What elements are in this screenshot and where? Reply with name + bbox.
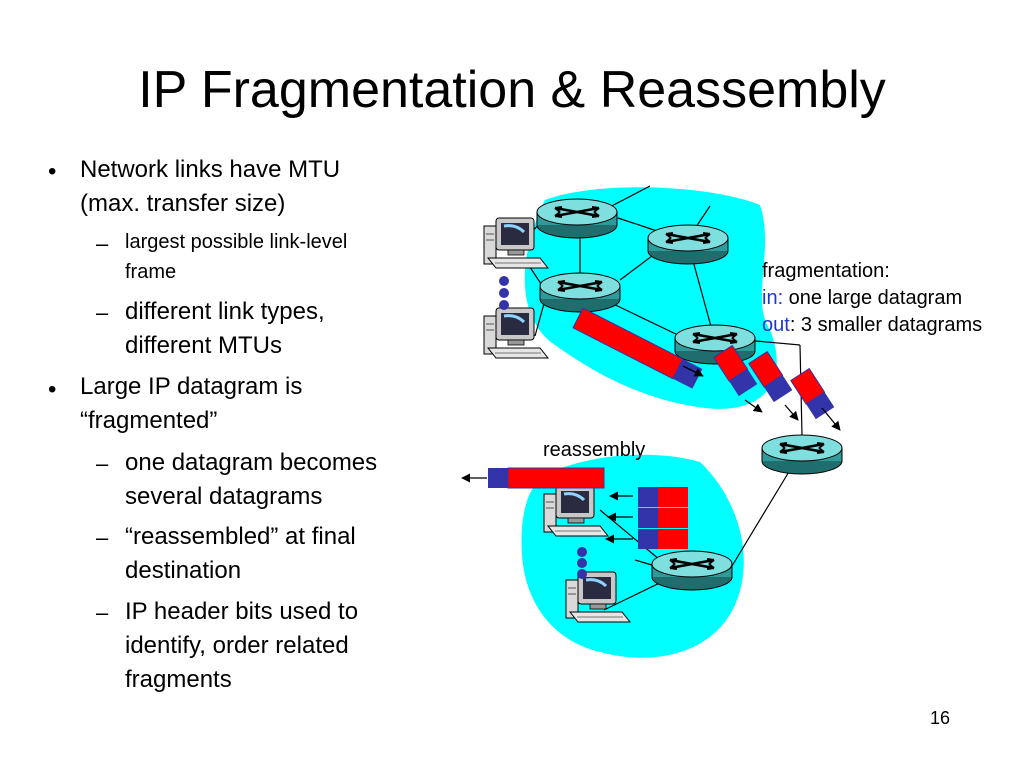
page-number: 16 — [930, 708, 951, 728]
page-title: IP Fragmentation & Reassembly — [138, 61, 886, 119]
reassembled-datagram — [488, 467, 605, 489]
fragment — [713, 344, 758, 397]
sub-bullet-line: largest possible link-level — [125, 231, 348, 253]
fragmentation-in-line: in: one large datagram — [762, 285, 982, 312]
dash-symbol: – — [96, 600, 109, 625]
dash-symbol: – — [96, 231, 109, 256]
sub-bullet-line: frame — [125, 261, 177, 283]
dash-symbol: – — [96, 525, 109, 550]
sub-bullet-line: several datagrams — [125, 483, 323, 510]
received-fragments — [638, 487, 688, 549]
bullet-line: Network links have MTU — [80, 156, 341, 183]
large-datagram — [572, 307, 703, 389]
in-label: in: — [762, 287, 784, 309]
dash-symbol: – — [96, 300, 109, 325]
fragmentation-heading: fragmentation: — [762, 260, 890, 282]
out-label: out — [762, 314, 790, 336]
bullet-line: “fragmented” — [80, 407, 218, 434]
fragmentation-diagram — [461, 185, 844, 658]
sub-bullet-line: fragments — [125, 666, 232, 693]
sub-bullet-line: destination — [125, 557, 242, 584]
in-text: one large datagram — [783, 287, 963, 309]
ellipsis-dots-icon — [499, 276, 587, 579]
out-text: : 3 smaller datagrams — [789, 314, 983, 336]
fragment — [790, 367, 835, 420]
sub-bullet-line: IP header bits used to — [125, 598, 359, 625]
bullet-line: (max. transfer size) — [80, 190, 286, 217]
sub-bullet-text: “reassembled” at final destination — [125, 520, 425, 588]
arrow-icon — [461, 365, 841, 544]
bullet-text: Network links have MTU (max. transfer si… — [80, 153, 425, 221]
fragment — [748, 350, 793, 403]
sub-bullet-line: identify, order related — [125, 632, 349, 659]
reassembly-label: reassembly — [543, 439, 646, 461]
sub-bullet-text: largest possible link-level frame — [125, 227, 425, 287]
bullet-symbol: • — [48, 376, 57, 403]
sub-bullet-line: different link types, — [125, 298, 325, 325]
bullet-symbol: • — [48, 158, 57, 185]
sub-bullet-line: one datagram becomes — [125, 449, 378, 476]
sub-bullet-text: one datagram becomes several datagrams — [125, 446, 425, 514]
sub-bullet-line: different MTUs — [125, 332, 282, 359]
dash-symbol: – — [96, 451, 109, 476]
bullet-line: Large IP datagram is — [80, 373, 303, 400]
sub-bullet-text: different link types, different MTUs — [125, 295, 425, 363]
fragmentation-label: fragmentation: in: one large datagram ou… — [762, 258, 982, 339]
bullet-text: Large IP datagram is “fragmented” — [80, 370, 425, 438]
sub-bullet-text: IP header bits used to identify, order r… — [125, 595, 425, 697]
fragmentation-out-line: out: 3 smaller datagrams — [762, 312, 982, 339]
sub-bullet-line: “reassembled” at final — [125, 523, 356, 550]
